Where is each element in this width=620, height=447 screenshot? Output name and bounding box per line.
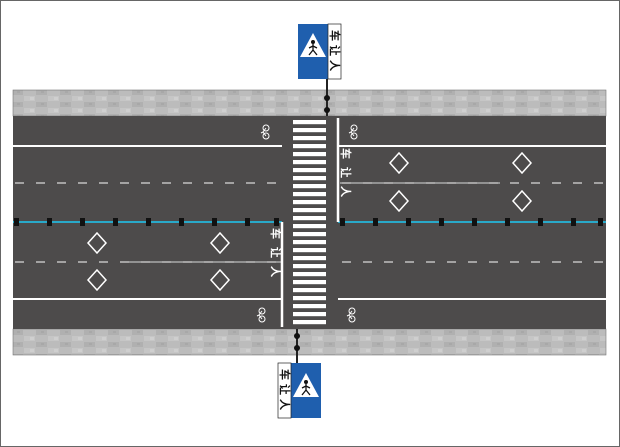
zebra-stripe [293, 320, 326, 325]
zebra-stripe [293, 248, 326, 253]
zebra-stripe [293, 240, 326, 245]
zebra-stripe [293, 232, 326, 237]
pedestrian-sign-top: 车让人 [298, 23, 342, 116]
zebra-stripe [293, 208, 326, 213]
sidewalk-top [12, 89, 607, 117]
zebra-crossing [293, 120, 326, 325]
zebra-stripe [293, 296, 326, 301]
zebra-stripe [293, 136, 326, 141]
median-barrier [13, 218, 606, 226]
zebra-stripe [293, 200, 326, 205]
zebra-stripe [293, 120, 326, 125]
zebra-stripe [293, 224, 326, 229]
sidewalk-bottom [12, 328, 607, 356]
zebra-stripe [293, 184, 326, 189]
sign-top-label: 车让人 [328, 30, 342, 75]
zebra-stripe [293, 280, 326, 285]
zebra-stripe [293, 144, 326, 149]
zebra-stripe [293, 272, 326, 277]
zebra-stripe [293, 256, 326, 261]
zebra-stripe [293, 152, 326, 157]
zebra-stripe [293, 304, 326, 309]
pedestrian-sign-bottom: 车让人 [277, 329, 321, 419]
zebra-stripe [293, 264, 326, 269]
road-text-yield-left: 车让人 [269, 228, 283, 285]
sign-bottom-label: 车让人 [278, 369, 292, 414]
zebra-stripe [293, 168, 326, 173]
zebra-stripe [293, 312, 326, 317]
zebra-stripe [293, 128, 326, 133]
bicycle-marking-icon [256, 124, 358, 323]
diamond-marking-icon [86, 151, 533, 292]
pedestrian-crossing-sign-icon [308, 40, 318, 56]
zebra-stripe [293, 216, 326, 221]
zebra-stripe [293, 288, 326, 293]
road-text-yield-right: 车让人 [339, 148, 353, 205]
zebra-stripe [293, 192, 326, 197]
pedestrian-crossing-sign-icon [301, 380, 311, 396]
zebra-stripe [293, 176, 326, 181]
zebra-stripe [293, 160, 326, 165]
